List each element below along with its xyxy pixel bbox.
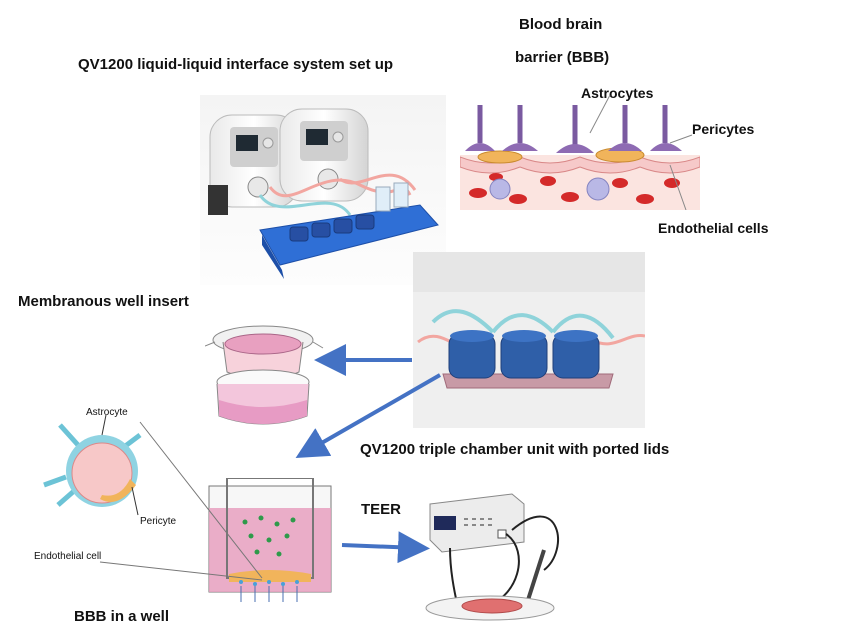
astrocyte-icon [477, 105, 668, 145]
setup-title: QV1200 liquid-liquid interface system se… [78, 56, 394, 73]
endothelial-cells-label: Endothelial cells [658, 220, 769, 236]
qv1200-system-photo [200, 95, 446, 285]
bbb-well-illustration [208, 478, 332, 602]
connector-line-1 [139, 421, 263, 579]
teer-meter-illustration [425, 493, 559, 621]
teer-label: TEER [361, 501, 402, 518]
well-insert-icon [205, 325, 324, 425]
vessel-cross-section [43, 415, 142, 516]
arrow-to-well [295, 373, 441, 458]
triple-chamber-icon [417, 309, 645, 389]
pericyte-icon [477, 147, 645, 164]
bbb-cartoon [460, 95, 700, 210]
bbb-title-line1: Blood brain [519, 16, 603, 33]
endothelial-cell-small-label: Endothelial cell [34, 551, 102, 562]
bbb-in-well-label: BBB in a well [74, 608, 170, 625]
astrocytes-label: Astrocytes [581, 85, 654, 101]
arrow-to-teer [341, 531, 430, 564]
peristaltic-pump-icon [279, 108, 369, 202]
astrocyte-icon [43, 423, 142, 507]
triple-chamber-photo [413, 252, 645, 428]
membranous-insert-label: Membranous well insert [18, 293, 189, 310]
blood-cell-icon [469, 173, 680, 204]
astrocyte-small-label: Astrocyte [86, 407, 128, 418]
pericytes-label: Pericytes [692, 121, 755, 137]
triple-chamber-label: QV1200 triple chamber unit with ported l… [360, 441, 670, 458]
connector-line-2 [99, 561, 263, 581]
teer-meter-icon [429, 493, 525, 553]
pericyte-small-label: Pericyte [140, 516, 177, 527]
bbb-title-line2: barrier (BBB) [515, 49, 610, 66]
